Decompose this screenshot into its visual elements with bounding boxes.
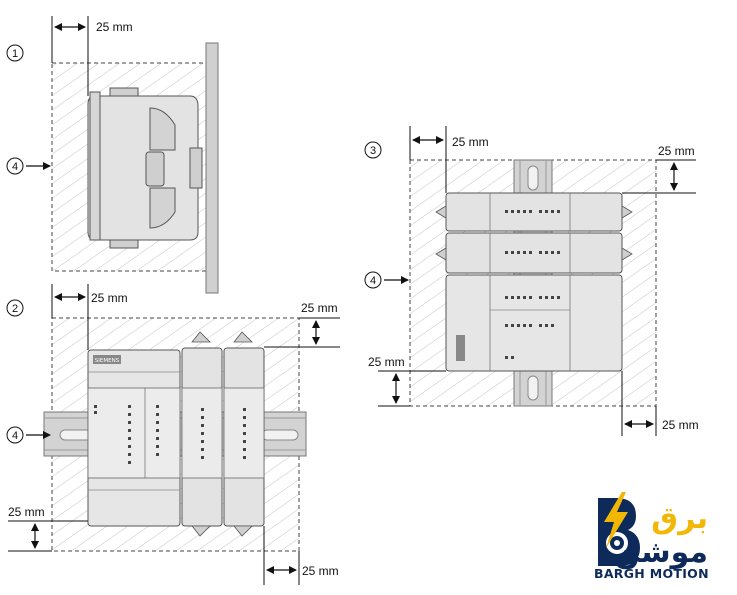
svg-text:4: 4 xyxy=(12,161,18,173)
expansion-module-top xyxy=(435,192,633,232)
dimension-label-2-top: 25 mm xyxy=(91,291,128,305)
dimension-label-3-bottom: 25 mm xyxy=(662,418,699,432)
callout-4-panel-3: 4 xyxy=(364,271,409,289)
panel-2-front-view: SIEMENS xyxy=(6,284,340,585)
logo-name-fa-bottom: موشن xyxy=(614,535,708,570)
svg-text:4: 4 xyxy=(370,275,376,287)
dimension-label-3-top: 25 mm xyxy=(452,135,489,149)
svg-text:2: 2 xyxy=(12,303,18,315)
device-brand-text: SIEMENS xyxy=(95,358,120,364)
callout-3: 3 xyxy=(364,141,382,159)
mounting-panel-1 xyxy=(205,42,219,294)
dimension-label-2-right: 25 mm xyxy=(301,301,338,315)
callout-1: 1 xyxy=(6,44,24,62)
svg-text:1: 1 xyxy=(12,48,18,60)
callout-4-panel-1: 4 xyxy=(6,157,51,175)
expansion-module-a xyxy=(181,331,223,537)
bargh-motion-logo: برق موشن BARGH MOTION xyxy=(594,492,709,581)
logo-b-gear-icon xyxy=(598,492,640,566)
cpu-module-front: SIEMENS xyxy=(87,349,181,527)
dimension-label-2-bottom: 25 mm xyxy=(302,564,339,578)
dimension-label-3-left: 25 mm xyxy=(368,355,405,369)
dimension-label-1-top: 25 mm xyxy=(96,20,133,34)
expansion-module-b xyxy=(223,331,265,537)
callout-2: 2 xyxy=(6,299,24,317)
device-side-profile xyxy=(87,87,203,249)
dimension-label-2-left: 25 mm xyxy=(8,505,45,519)
svg-text:3: 3 xyxy=(370,145,376,157)
expansion-module-middle xyxy=(435,232,633,274)
svg-text:4: 4 xyxy=(12,430,18,442)
panel-1-side-view: 25 mm 1 4 xyxy=(6,16,219,294)
callout-4-panel-2: 4 xyxy=(6,426,51,444)
logo-name-en: BARGH MOTION xyxy=(594,566,709,581)
dimension-label-3-right: 25 mm xyxy=(658,144,695,158)
logo-name-fa-top: برق xyxy=(651,501,708,536)
cpu-module-bottom xyxy=(445,274,623,372)
panel-3-vertical-view: 25 mm 25 mm 25 mm 25 mm 3 4 xyxy=(364,126,699,436)
